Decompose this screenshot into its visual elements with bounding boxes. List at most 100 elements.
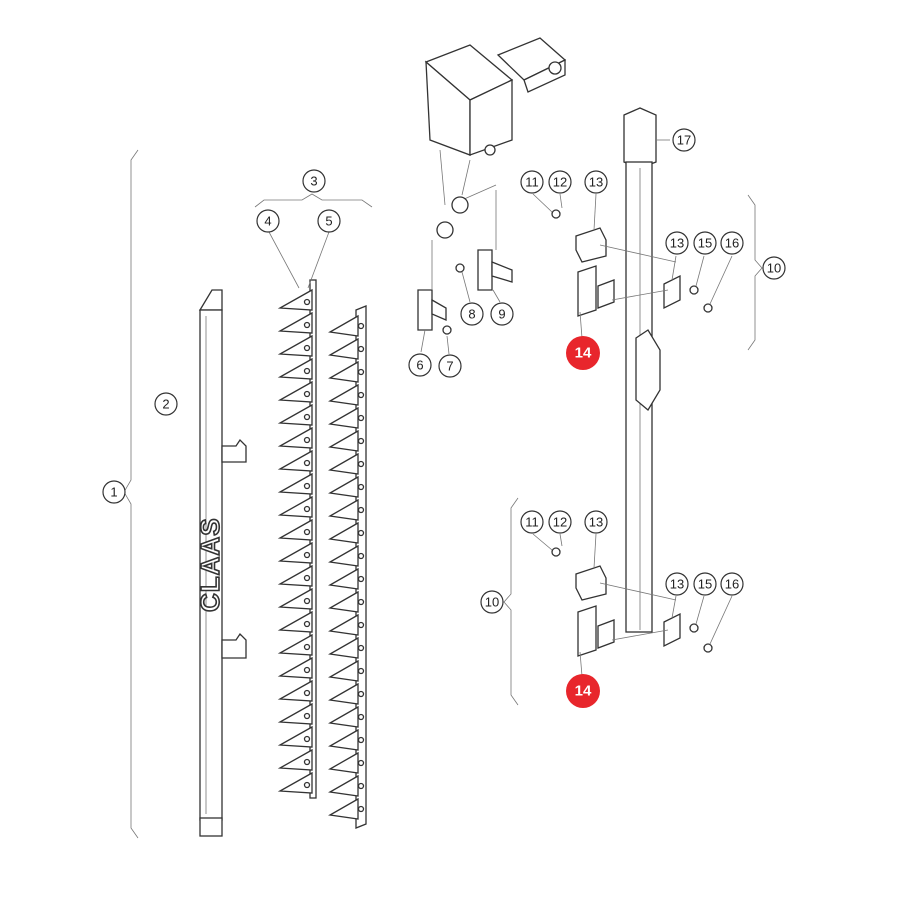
knife-section <box>277 334 313 357</box>
knife-section <box>277 449 313 472</box>
svg-text:CLAAS: CLAAS <box>195 517 225 612</box>
gearbox-assembly <box>424 37 567 206</box>
knife-section <box>277 725 313 748</box>
callout-13-lower-b: 13 <box>665 572 689 596</box>
callout-13-lower-a: 13 <box>584 510 608 534</box>
bracket-part-6 <box>417 196 469 335</box>
svg-text:11: 11 <box>525 175 539 190</box>
knife-section <box>277 403 313 426</box>
callout-9: 9 <box>490 302 514 326</box>
rivet <box>357 736 365 744</box>
knife-section <box>277 426 313 449</box>
knife-sections-right <box>328 305 367 829</box>
knife-section <box>328 498 359 521</box>
callout-1: 1 <box>102 480 126 504</box>
knife-section <box>277 357 313 380</box>
knife-section <box>277 472 313 495</box>
svg-text:4: 4 <box>264 214 271 229</box>
svg-text:13: 13 <box>589 175 603 190</box>
svg-text:8: 8 <box>468 307 475 322</box>
knife-section <box>328 452 359 475</box>
svg-text:17: 17 <box>677 133 691 148</box>
rivet <box>357 322 365 330</box>
knife-section <box>328 797 359 820</box>
knife-section <box>328 544 359 567</box>
highlight-callout-14-lower[interactable]: 14 <box>566 674 600 708</box>
knife-section <box>328 383 359 406</box>
svg-text:10: 10 <box>767 261 781 276</box>
svg-text:15: 15 <box>698 236 712 251</box>
bracket-item-1 <box>123 149 139 839</box>
svg-text:10: 10 <box>485 595 499 610</box>
knife-section <box>328 774 359 797</box>
callout-2: 2 <box>154 392 178 416</box>
callout-5: 5 <box>317 209 341 233</box>
svg-text:7: 7 <box>446 359 453 374</box>
svg-text:12: 12 <box>553 175 567 190</box>
knife-section <box>328 751 359 774</box>
callout-13-upper-a: 13 <box>584 170 608 194</box>
highlight-callout-14-upper[interactable]: 14 <box>566 336 600 370</box>
svg-text:14: 14 <box>575 345 592 362</box>
rivet <box>303 689 311 697</box>
rivet <box>303 390 311 398</box>
rivet <box>357 690 365 698</box>
rivet <box>303 298 311 306</box>
guard-bar: CLAAS <box>194 289 247 837</box>
knife-section <box>328 567 359 590</box>
knife-sections-left <box>277 279 317 799</box>
rivet <box>303 482 311 490</box>
rivet <box>357 552 365 560</box>
rivet <box>357 529 365 537</box>
rivet <box>357 805 365 813</box>
knife-section <box>277 748 313 771</box>
knife-section <box>328 659 359 682</box>
rivet <box>303 551 311 559</box>
rivet <box>357 460 365 468</box>
svg-text:6: 6 <box>416 358 423 373</box>
knife-section <box>328 636 359 659</box>
upper-clamp-assembly <box>551 209 713 317</box>
rivet <box>357 621 365 629</box>
svg-text:5: 5 <box>325 214 332 229</box>
svg-text:13: 13 <box>670 236 684 251</box>
rivet <box>303 505 311 513</box>
rivet <box>357 667 365 675</box>
knife-section <box>328 590 359 613</box>
callout-10-upper: 10 <box>762 256 786 280</box>
rivet <box>303 574 311 582</box>
callout-8: 8 <box>460 302 484 326</box>
rivet <box>303 413 311 421</box>
svg-text:15: 15 <box>698 577 712 592</box>
svg-text:9: 9 <box>498 307 505 322</box>
rivet <box>303 781 311 789</box>
knife-section <box>277 495 313 518</box>
svg-text:2: 2 <box>162 397 169 412</box>
rivet <box>303 758 311 766</box>
svg-text:16: 16 <box>725 577 739 592</box>
rivet <box>357 437 365 445</box>
knife-section <box>328 475 359 498</box>
knife-section <box>328 682 359 705</box>
knife-section <box>277 518 313 541</box>
svg-text:14: 14 <box>575 683 592 700</box>
rivet <box>303 528 311 536</box>
rivet <box>357 391 365 399</box>
knife-section <box>328 613 359 636</box>
svg-text:11: 11 <box>525 515 539 530</box>
bracket-part-9 <box>455 190 513 291</box>
callout-3: 3 <box>302 169 326 193</box>
knife-section <box>277 288 313 311</box>
rivet <box>357 345 365 353</box>
rivet <box>303 643 311 651</box>
knife-section <box>277 541 313 564</box>
knife-section <box>328 360 359 383</box>
callout-17: 17 <box>672 128 696 152</box>
knife-section <box>277 633 313 656</box>
knife-section <box>328 406 359 429</box>
svg-text:12: 12 <box>553 515 567 530</box>
rivet <box>357 483 365 491</box>
rivet <box>303 735 311 743</box>
callout-13-upper-b: 13 <box>665 231 689 255</box>
